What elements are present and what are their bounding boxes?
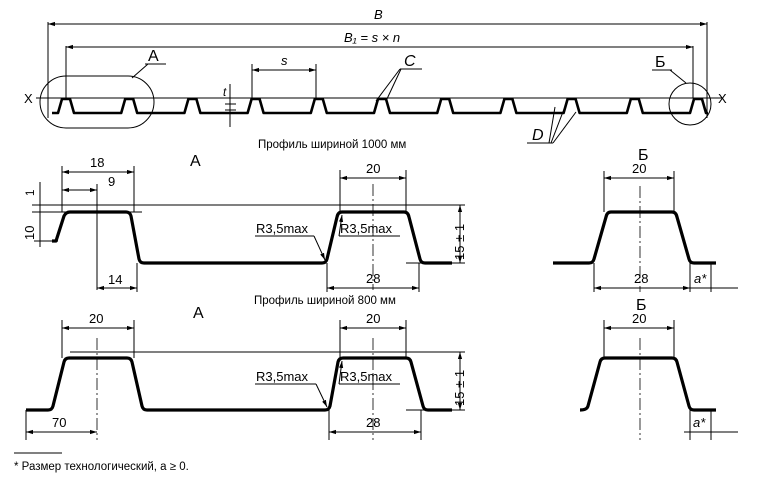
mark-d-leader [550,103,567,144]
detail-b-1000: Б 20 28 a* [553,147,738,292]
radius-left-leader [313,235,326,261]
dimension-10-label: 10 [22,226,37,240]
radius-left-label: R3,5max [256,221,309,236]
axis-x-right-label: X [718,91,727,106]
dimension-1-label: 1 [25,190,37,196]
view-a-title: А [190,153,201,170]
dimension-70-label: 70 [52,415,66,430]
detail-b-mark: Б [655,54,666,71]
overview-corrugated-profile [52,97,708,115]
radius-right-label: R3,5max [340,369,393,384]
dimension-height-label: 15 ± 1 [452,224,467,260]
detail-a-800-profile [26,356,452,412]
dimension-b1-label: B₁ = s × n [344,30,400,45]
radius-right-leader [338,214,344,237]
detail-b-800: Б 20 a* [579,297,738,440]
mark-c-leader [385,68,402,102]
detail-a-leader [131,63,149,79]
footnote: * Размер технологический, a ≥ 0. [14,461,189,473]
b-dimension-20-label: 20 [632,311,646,326]
b-dimension-a-label: a* [693,415,706,430]
thickness-label: t [223,87,227,99]
detail-a-1000-profile [52,210,452,265]
mark-d-leader [548,106,556,144]
dimension-28-label: 28 [366,271,380,286]
dimension-s-label: s [281,53,288,68]
axis-x-left-label: X [24,91,33,106]
dimension-height-label: 15 ± 1 [452,370,467,406]
b-dimension-28-label: 28 [634,271,648,286]
radius-left-leader [315,383,328,408]
dimension-b-label: B [374,7,383,22]
caption-800: Профиль шириной 800 мм [254,295,396,307]
dimension-20-label: 20 [366,161,380,176]
overview-section: B B₁ = s × n s X X t А Б C [24,7,727,151]
b-dimension-20-label: 20 [632,161,646,176]
detail-b-1000-profile [553,210,716,265]
detail-a-callout-oval [39,75,155,129]
mark-c-label: C [404,53,416,70]
dimension-28-label: 28 [366,415,380,430]
detail-b-callout-circle [668,82,712,126]
dimension-9-label: 9 [108,174,115,189]
mark-c-leader [375,68,401,102]
detail-b-800-profile [579,356,716,412]
overview-caption: Профиль шириной 1000 мм [258,139,406,151]
mark-d-leader [552,111,577,144]
radius-right-label: R3,5max [340,221,393,236]
dimension-20-left-label: 20 [89,311,103,326]
view-b-title: Б [638,147,649,164]
view-a-800-title: А [193,305,204,322]
detail-b-leader [669,69,687,84]
detail-a-1000: А 18 9 1 10 14 20 2 [22,153,467,292]
dimension-18-label: 18 [90,155,104,170]
view-b-800-title: Б [636,297,647,314]
mark-d-label: D [532,127,544,144]
radius-left-label: R3,5max [256,369,309,384]
detail-a-mark: А [148,48,159,65]
radius-right-leader [338,360,344,385]
dimension-14-label: 14 [108,272,122,287]
b-dimension-a-label: a* [694,271,707,286]
detail-a-800: Профиль шириной 800 мм А 20 70 20 28 R3,… [25,295,467,440]
dimension-20-label: 20 [366,311,380,326]
